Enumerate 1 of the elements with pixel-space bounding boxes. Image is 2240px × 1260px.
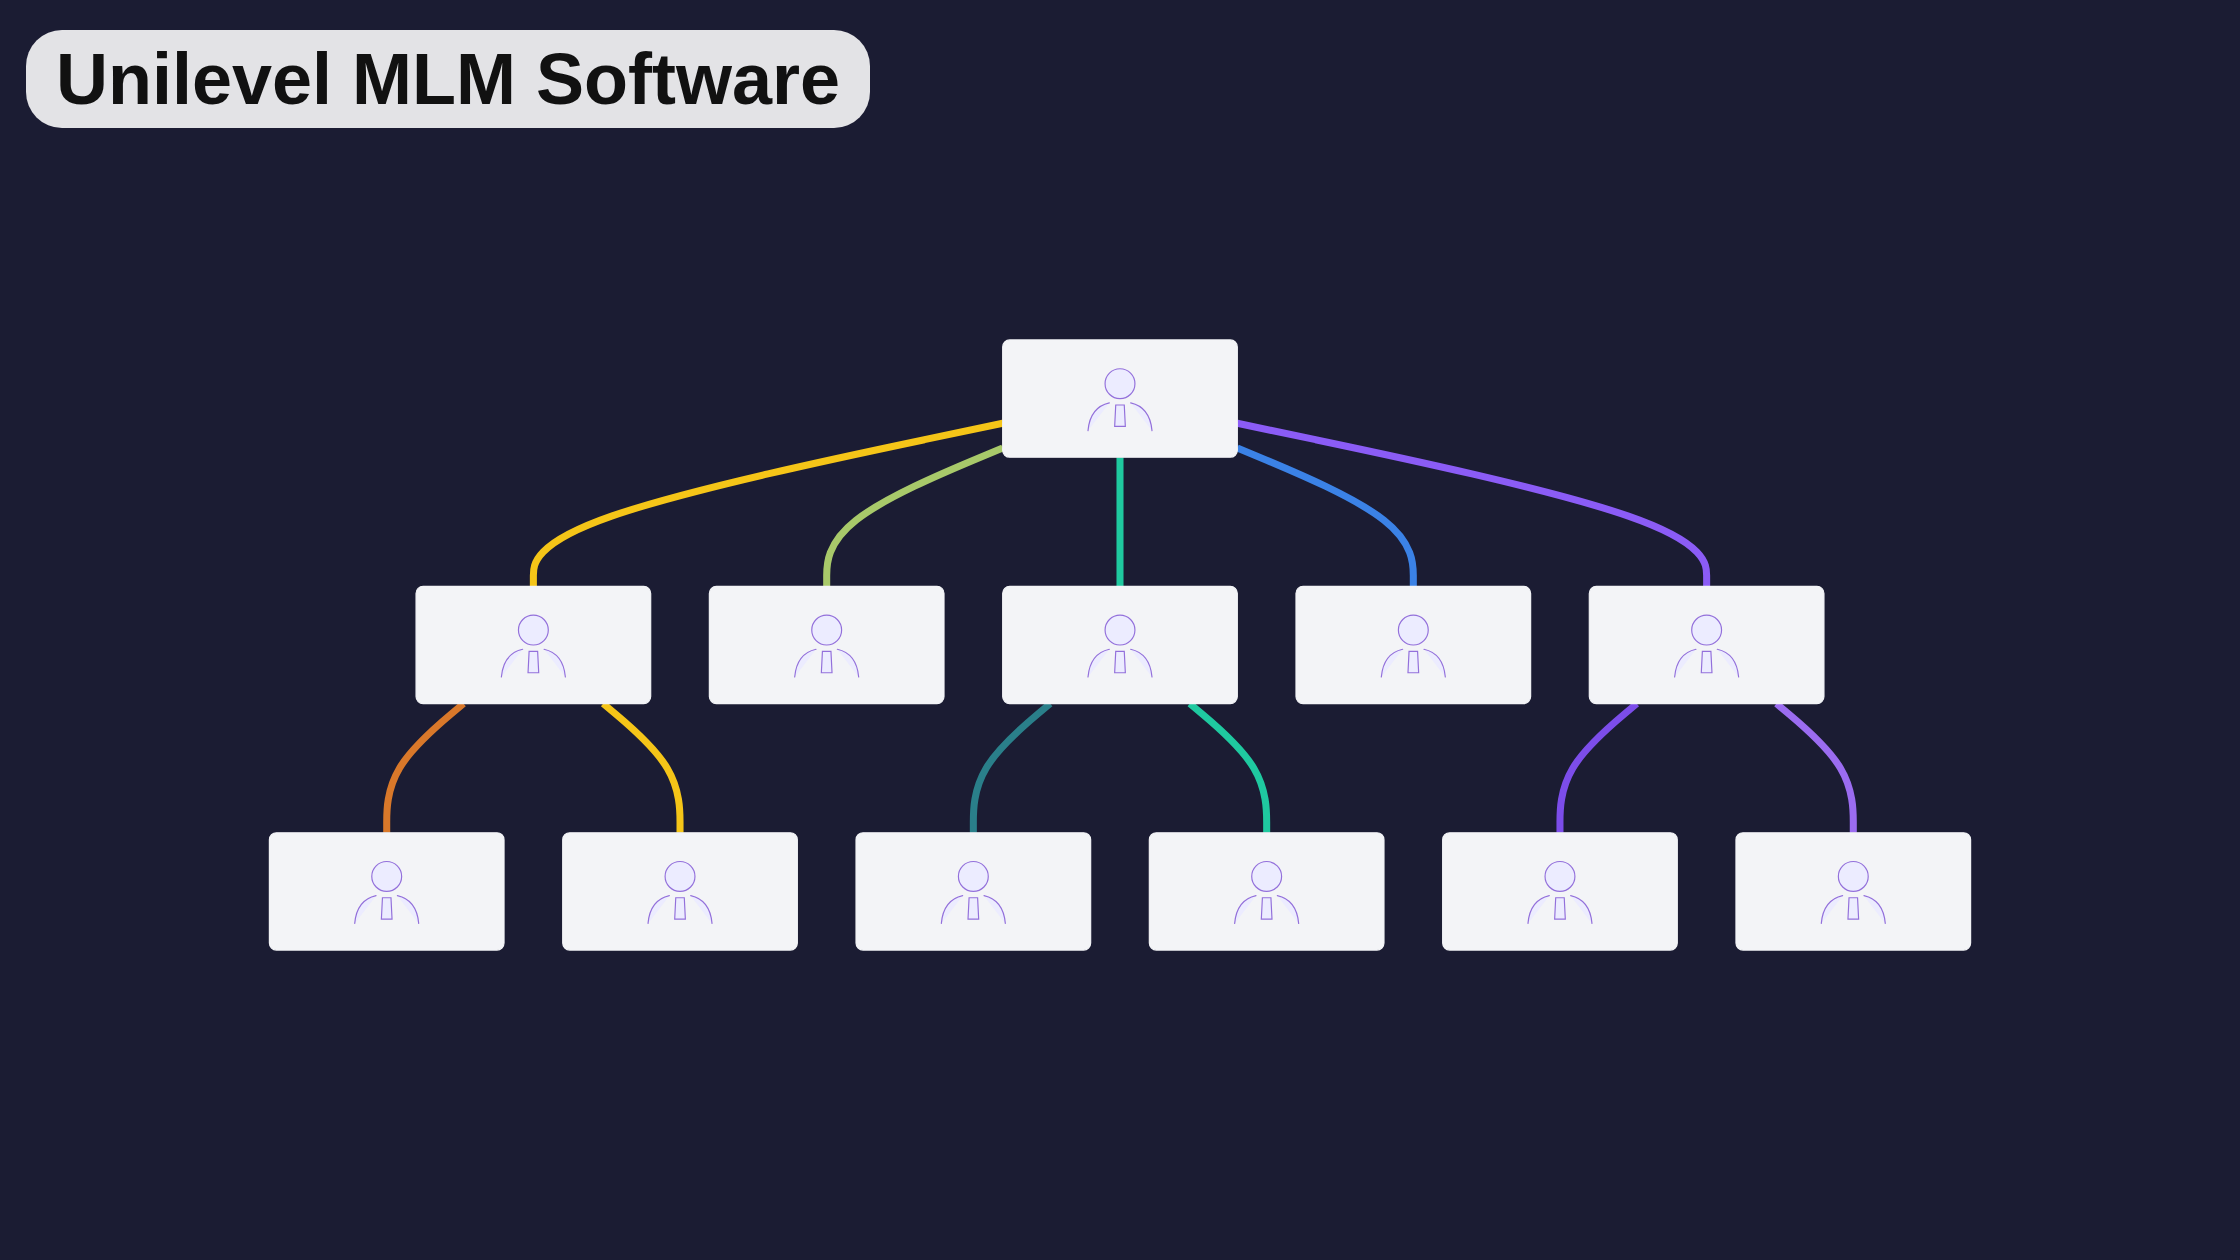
title: Unilevel MLM Software: [26, 30, 871, 128]
